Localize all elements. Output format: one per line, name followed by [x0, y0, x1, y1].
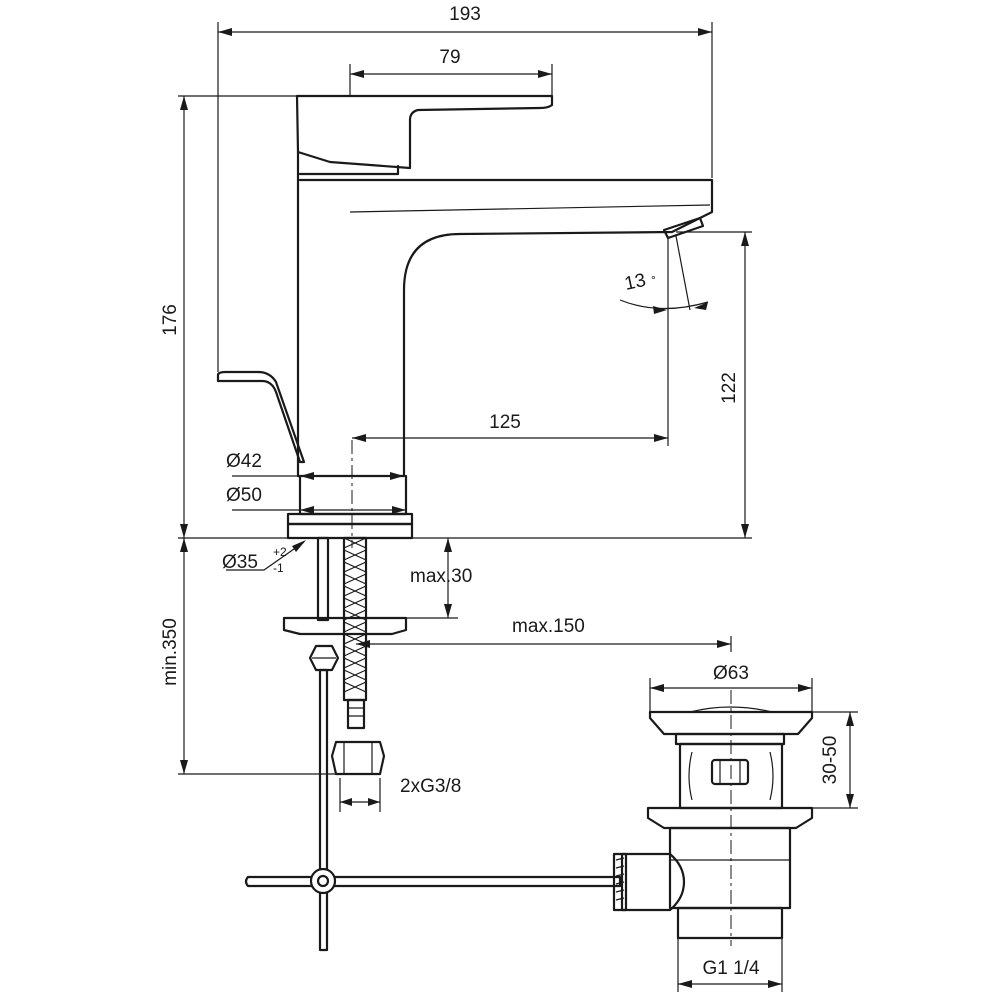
label-hole-tol-minus: -1 — [273, 561, 284, 575]
label-lever-length: 79 — [439, 47, 460, 68]
label-waste-thread: G1 1/4 — [702, 958, 759, 979]
label-spray-angle-unit: ° — [651, 273, 656, 287]
waste-nut — [646, 806, 814, 830]
waste-tail — [676, 906, 784, 940]
label-spout-reach: 125 — [489, 412, 521, 433]
label-max-deck-thickness: max.30 — [410, 566, 472, 587]
label-connection-thread: 2xG3/8 — [400, 776, 461, 797]
faucet-spout — [296, 150, 714, 478]
label-body-diameter: Ø42 — [226, 451, 262, 472]
label-hole-tol-plus: +2 — [273, 545, 287, 559]
label-overall-width: 193 — [449, 4, 481, 25]
label-max-rod-distance: max.150 — [512, 616, 585, 637]
label-overall-height: 176 — [160, 304, 181, 336]
label-waste-height-range: 30-50 — [820, 736, 841, 785]
label-base-diameter: Ø50 — [226, 485, 262, 506]
faucet-base — [298, 474, 408, 516]
faucet-body — [216, 94, 714, 540]
linkage-rod — [244, 875, 622, 888]
faucet-lever — [295, 94, 554, 170]
lift-rod — [318, 668, 329, 952]
label-spout-height: 122 — [719, 372, 740, 404]
under-deck-assembly — [244, 536, 622, 952]
dimension-labels: 193 79 176 122 125 13 ° Ø42 Ø50 Ø35 +2 -… — [160, 4, 841, 979]
dimension-lines — [178, 22, 858, 992]
fixing-nut — [308, 644, 340, 672]
popup-waste — [612, 706, 814, 940]
hose-nut — [330, 740, 386, 776]
label-hole-diameter: Ø35 — [222, 552, 258, 573]
label-waste-diameter: Ø63 — [713, 663, 749, 684]
label-min-hose-length: min.350 — [160, 618, 181, 686]
waste-side-connector — [620, 852, 686, 912]
popup-rod — [216, 370, 306, 464]
centerlines — [351, 440, 732, 946]
label-spray-angle: 13 — [623, 270, 648, 295]
aerator — [662, 216, 705, 240]
